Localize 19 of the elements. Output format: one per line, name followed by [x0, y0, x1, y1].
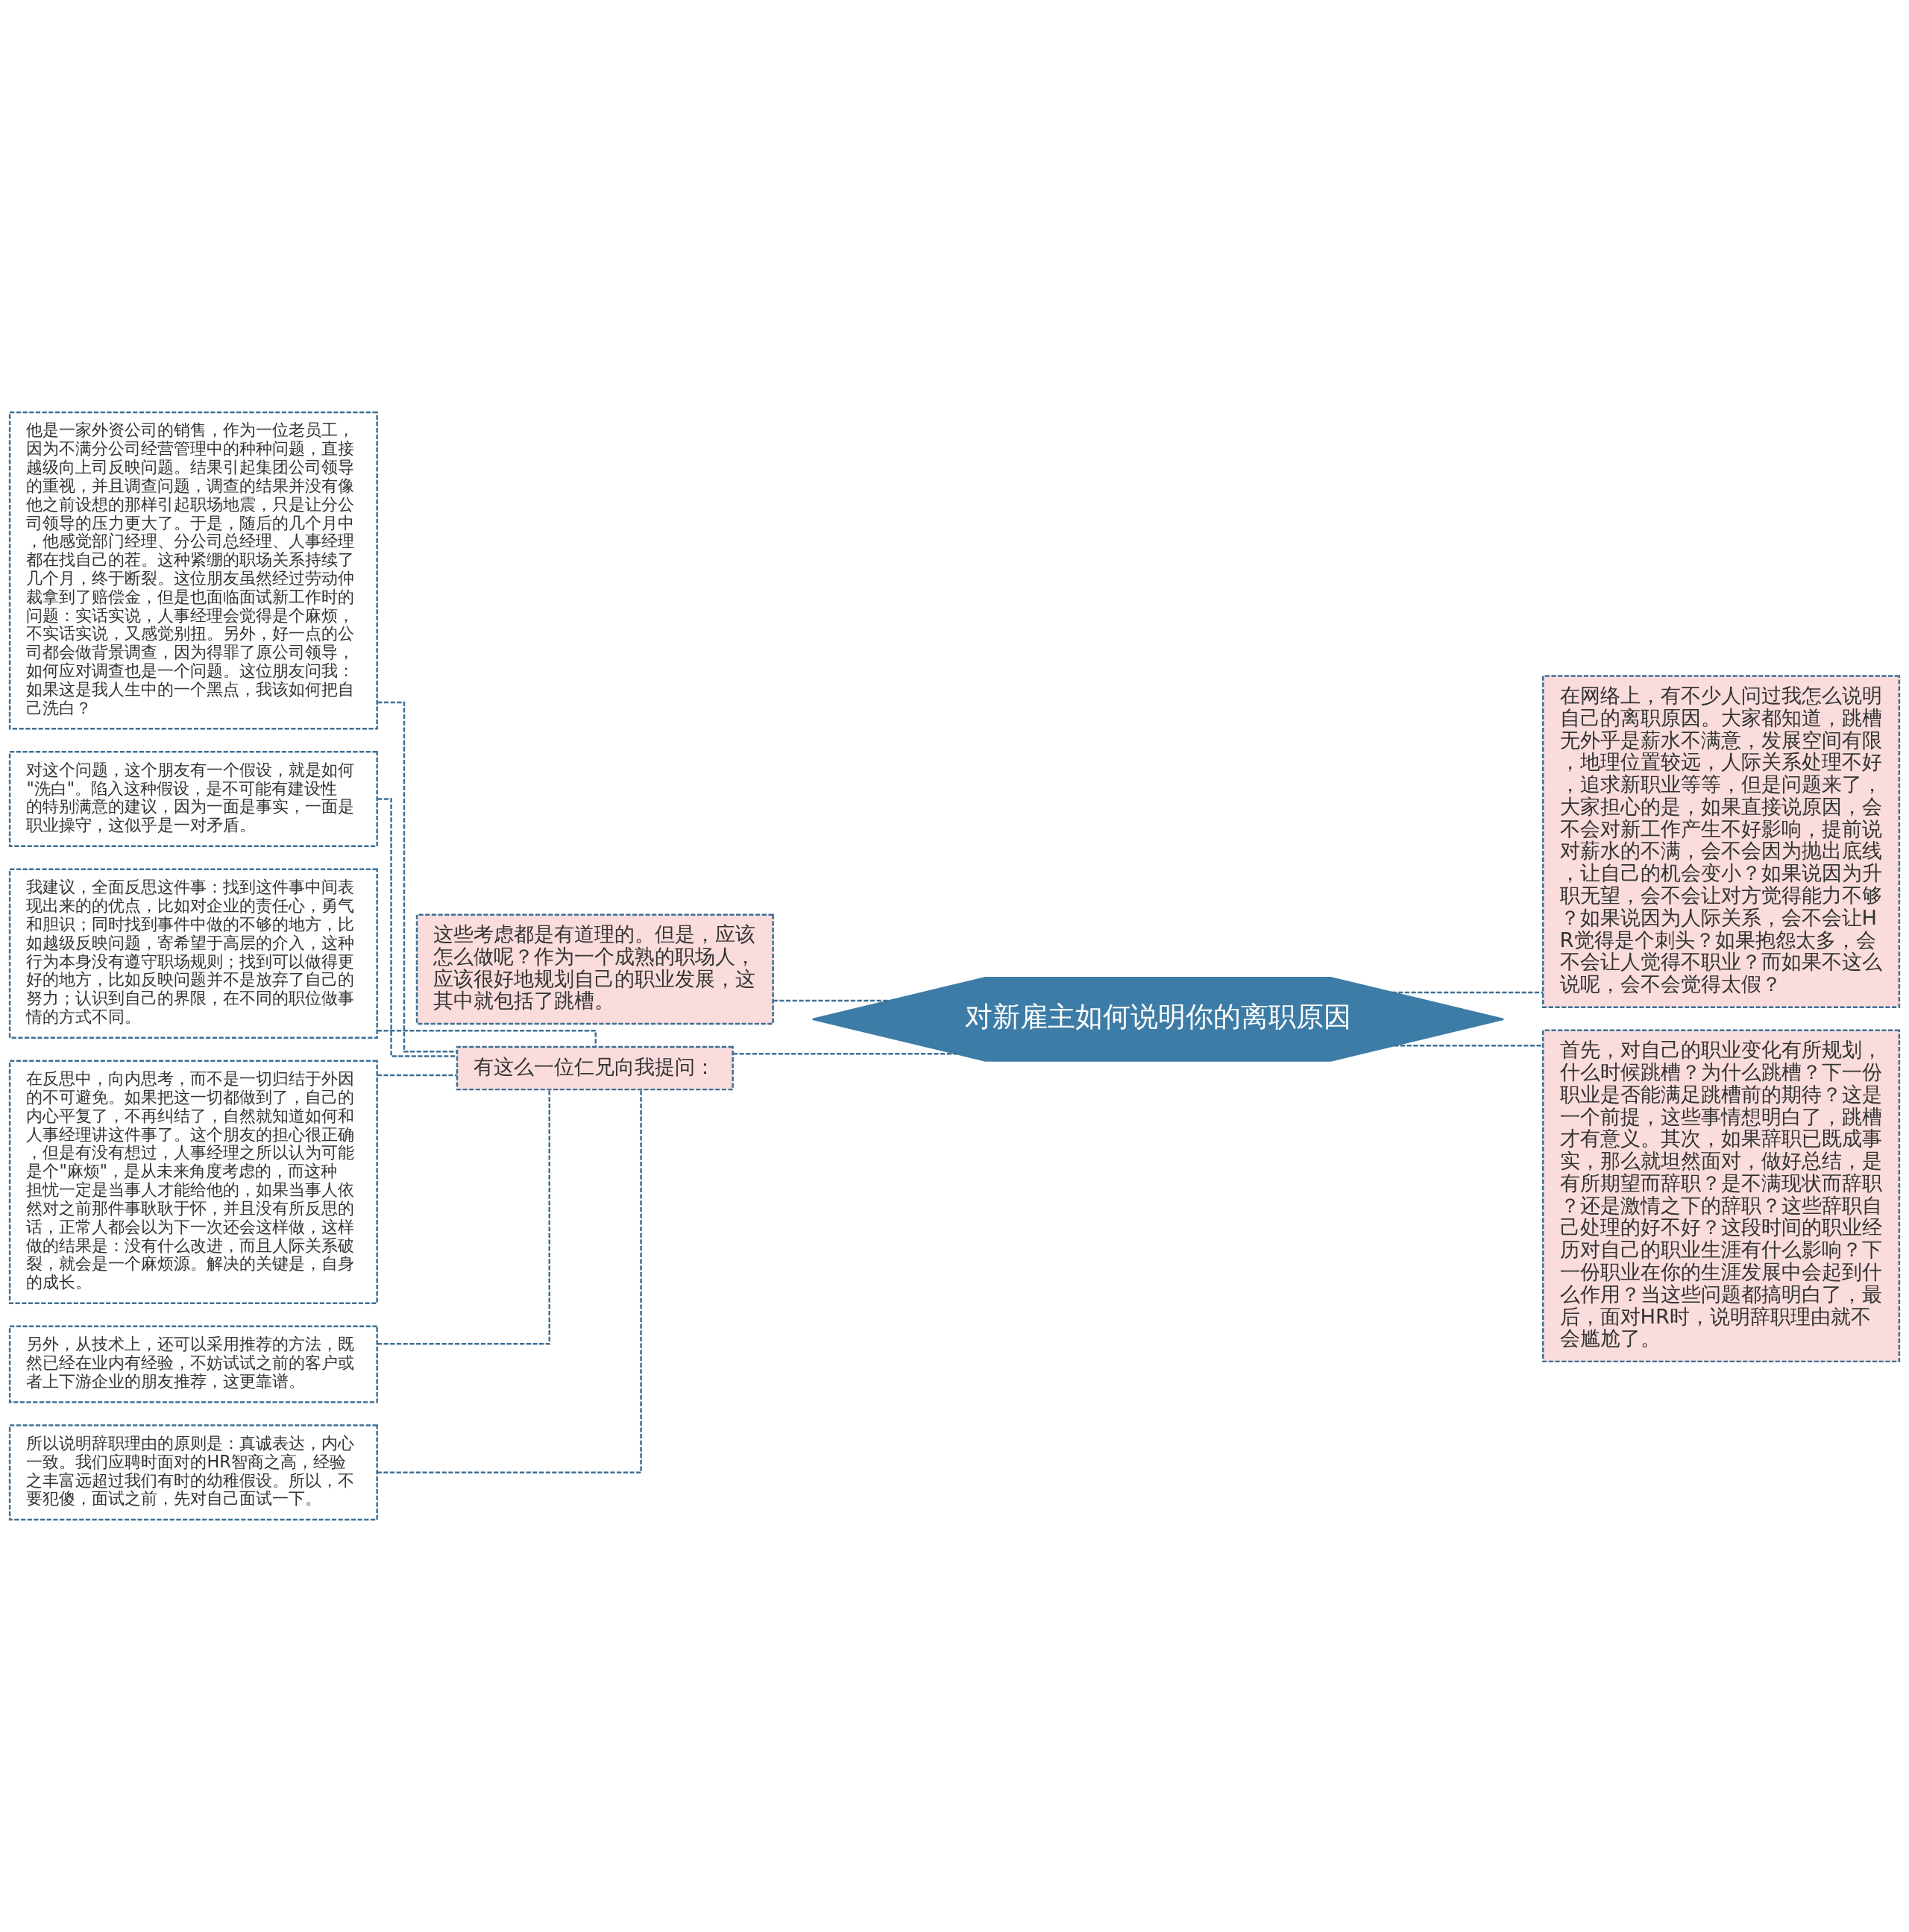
- node-box: 另外，从技术上，还可以采用推荐的方法，既然已经在业内有经验，不妨试试之前的客户或者上下游企业的朋友推荐，这更靠谱。: [8, 1325, 378, 1403]
- connector: [1394, 1044, 1544, 1047]
- connector: [377, 701, 457, 1053]
- node-box: 我建议，全面反思这件事：找到这件事中间表现出来的的优点，比如对企业的责任心，勇气和胆识；同时找到事件中做的不够的地方，比如越级反映问题，寄希望于高层的介入，这种行为本身没有遵守职场规则；找到可以做得更好的地方，比如反映问题并不是放弃了自己的努力；认识到自己的界限，在不同的职位做事情的方式不同。: [8, 868, 378, 1039]
- node-box: 他是一家外资公司的销售，作为一位老员工，因为不满分公司经营管理中的种种问题，直接越级向上司反映问题。结果引起集团公司领导的重视，并且调查问题，调查的结果并没有像他之前设想的那样引起职场地震，只是让分公司领导的压力更大了。于是，随后的几个月中，他感觉部门经理、分公司总经理、人事经理都在找自己的茬。这种紧绷的职场关系持续了几个月，终于断裂。这位朋友虽然经过劳动仲裁拿到了赔偿金，但是也面临面试新工作时的问题：实话实说，人事经理会觉得是个麻烦，不实话实说，又感觉别扭。另外，好一点的公司都会做背景调查，因为得罪了原公司领导，如何应对调查也是一个问题。这位朋友问我：如果这是我人生中的一个黑点，我该如何把自己洗白？: [8, 411, 378, 730]
- connector: [1391, 991, 1544, 994]
- node-box: 所以说明辞职理由的原则是：真诚表达，内心一致。我们应聘时面对的HR智商之高，经验之丰富远超过我们有时的幼稚假设。所以，不要犯傻，面试之前，先对自己面试一下。: [8, 1424, 378, 1521]
- node-box: 对这个问题，这个朋友有一个假设，就是如何"洗白"。陷入这种假设，是不可能有建设性的特别满意的建议，因为一面是事实，一面是职业操守，这似乎是一对矛盾。: [8, 751, 378, 848]
- connector: [377, 1089, 550, 1345]
- node-box: 在网络上，有不少人问过我怎么说明自己的离职原因。大家都知道，跳槽无外乎是薪水不满意，发展空间有限，地理位置较远，人际关系处理不好，追求新职业等等，但是问题来了，大家担心的是，如果直接说原因，会不会对新工作产生不好影响，提前说对薪水的不满，会不会因为抛出底线，让自己的机会变小？如果说因为升职无望，会不会让对方觉得能力不够？如果说因为人际关系，会不会让HR觉得是个刺头？如果抱怨太多，会不会让人觉得不职业？而如果不这么说呢，会不会觉得太假？: [1542, 675, 1901, 1008]
- connector: [377, 1089, 642, 1473]
- connector: [733, 1053, 957, 1055]
- connector: [377, 798, 457, 1057]
- node-box: 有这么一位仁兄向我提问：: [456, 1045, 734, 1091]
- node-box: 在反思中，向内思考，而不是一切归结于外因的不可避免。如果把这一切都做到了，自己的内心平复了，不再纠结了，自然就知道如何和人事经理讲这件事了。这个朋友的担心很正确，但是有没有想过，人事经理之所以认为可能是个"麻烦"，是从未来角度考虑的，而这种担忧一定是当事人才能给他的，如果当事人依然对之前那件事耿耿于怀，并且没有所反思的话，正常人都会以为下一次还会这样做，这样做的结果是：没有什么改进，而且人际关系破裂，就会是一个麻烦源。解决的关键是，自身的成长。: [8, 1060, 378, 1304]
- connector: [377, 1074, 457, 1077]
- node-box: 这些考虑都是有道理的。但是，应该怎么做呢？作为一个成熟的职场人，应该很好地规划自己的职业发展，这其中就包括了跳槽。: [415, 913, 774, 1025]
- node-box: 首先，对自己的职业变化有所规划，什么时候跳槽？为什么跳槽？下一份职业是否能满足跳槽前的期待？这是一个前提，这些事情想明白了，跳槽才有意义。其次，如果辞职已既成事实，那么就坦然面对，做好总结，是有所期望而辞职？是不满现状而辞职？还是激情之下的辞职？这些辞职自己处理的好不好？这段时间的职业经历对自己的职业生涯有什么影响？下一份职业在你的生涯发展中会起到什么作用？当这些问题都搞明白了，最后，面对HR时，说明辞职理由就不会尴尬了。: [1542, 1029, 1901, 1363]
- connector: [773, 999, 890, 1002]
